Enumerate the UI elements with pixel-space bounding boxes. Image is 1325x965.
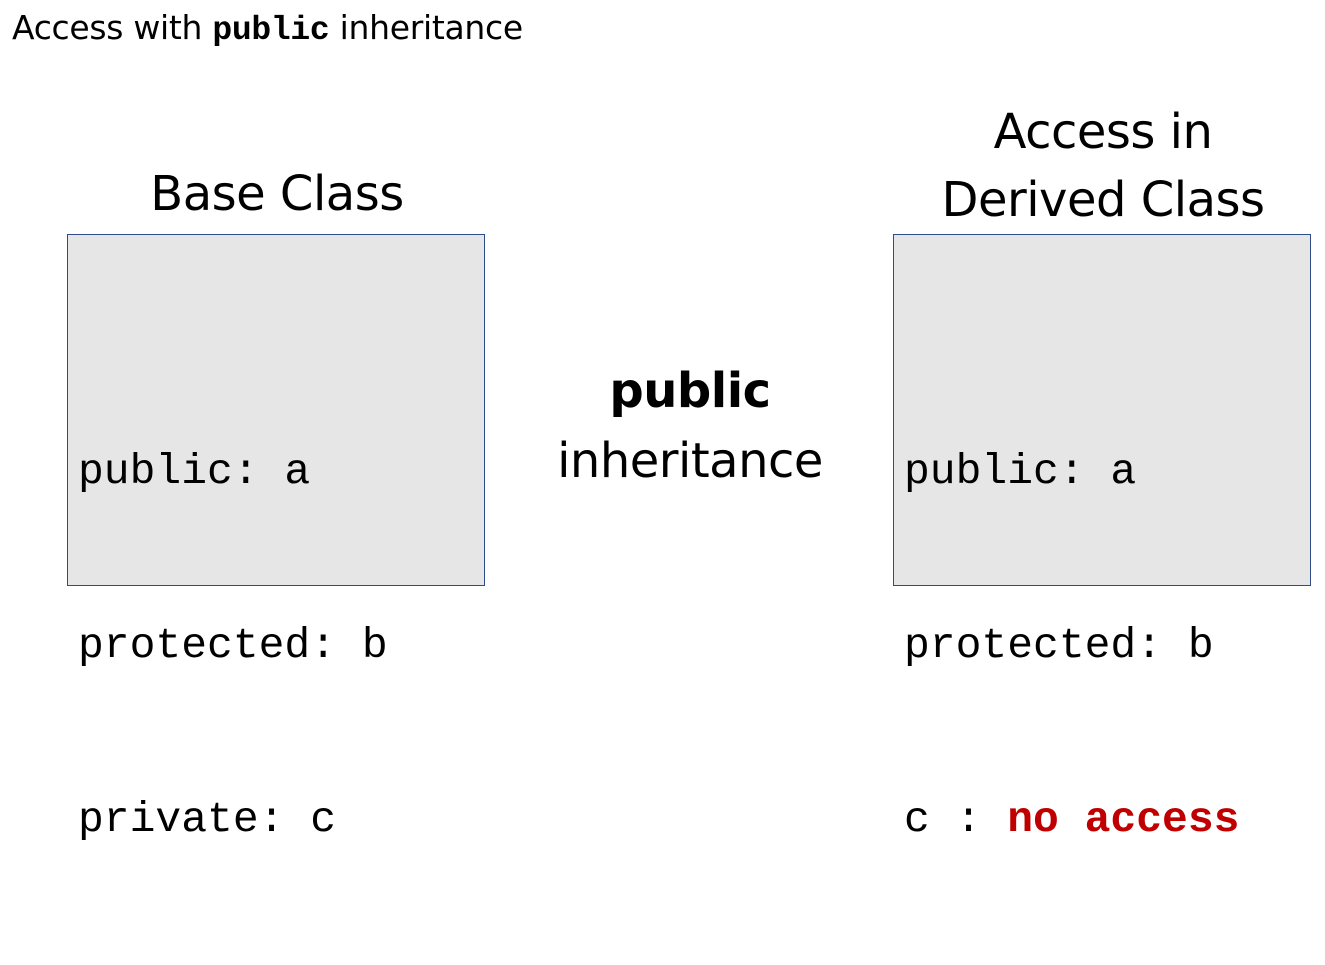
title-keyword: public [212,12,330,49]
derived-heading-line2: Derived Class [941,172,1265,228]
inheritance-text: inheritance [557,433,823,489]
title-prefix: Access with [12,8,213,47]
base-class-box: public: a protected: b private: c [67,234,485,844]
derived-member-private: c : no access [904,791,1239,849]
base-member-protected: protected: b [78,621,388,670]
inheritance-label: public inheritance [530,356,850,496]
base-class-members: public: a protected: b private: c [78,327,388,965]
no-access-text: no access [1007,795,1240,844]
derived-member-public: public: a [904,447,1137,496]
base-member-public: public: a [78,447,311,496]
slide-title: Access with public inheritance [12,6,523,53]
derived-class-box: public: a protected: b c : no access [893,234,1311,844]
derived-heading-line1: Access in [993,104,1213,160]
derived-member-c-label: c : [904,795,1008,844]
derived-class-heading: Access in Derived Class [893,98,1313,234]
inheritance-keyword: public [609,363,771,419]
derived-member-protected: protected: b [904,621,1214,670]
base-class-heading: Base Class [150,166,404,222]
base-member-private: private: c [78,795,337,844]
derived-class-members: public: a protected: b c : no access [904,327,1239,965]
title-suffix: inheritance [329,8,524,47]
